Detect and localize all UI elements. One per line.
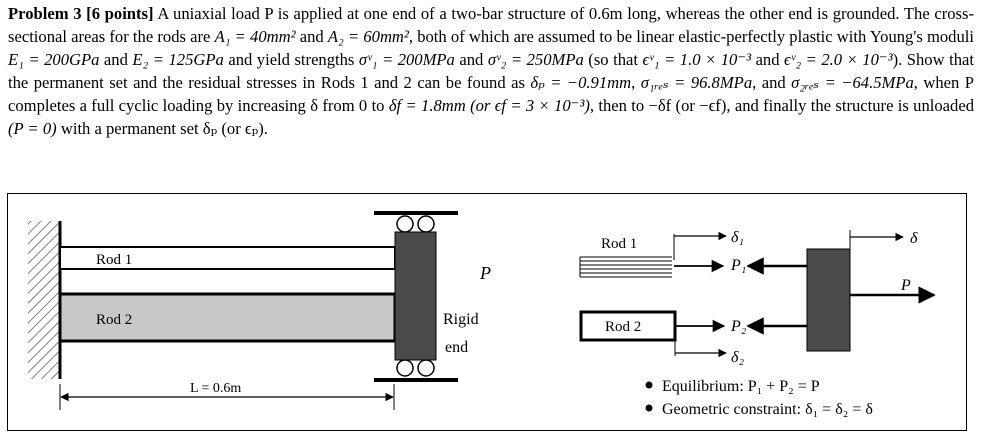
bullet-dot-1 — [645, 381, 653, 389]
rod2-label: Rod 2 — [96, 312, 132, 328]
modulus-rod2: E₂ = 125GPa — [132, 50, 224, 69]
fbd-delta2-label: δ₂ — [731, 349, 744, 366]
area-rod2: A₂ = 60mm² — [327, 27, 409, 46]
figure-drawing: Rod 1 Rod 2 P Rigid end L = 0.6m Rod 1 — [28, 211, 936, 418]
fbd-P-label: P — [900, 277, 911, 294]
fbd-delta1-label: δ₁ — [731, 229, 744, 246]
permanent-set: δₚ = −0.91mm — [530, 73, 632, 92]
fbd-rigid-block — [806, 248, 851, 352]
rigid-label-2: end — [445, 339, 468, 356]
ground-wall-hatch — [28, 221, 60, 379]
problem-label: Problem 3 [6 points] — [8, 4, 154, 23]
residual-stress-rod1: σ₁ᵣₑₛ = 96.8MPa — [640, 73, 753, 92]
roller-top-2 — [417, 215, 435, 233]
area-rod1: A₁ = 40mm² — [214, 27, 296, 46]
problem-text4: ). Show that the permanent set and the r… — [8, 50, 974, 92]
problem-text2: , both of which are assumed to be linear… — [408, 27, 974, 46]
epsilon-f: (or ϵf = 3 × 10⁻³) — [470, 96, 590, 115]
rigid-end-block — [394, 231, 437, 361]
modulus-rod1: E₁ = 200GPa — [8, 50, 100, 69]
fbd-delta-label: δ — [910, 230, 918, 247]
roller-bottom-2 — [417, 359, 435, 377]
problem-so-that: (so that — [588, 50, 638, 69]
rod1-label: Rod 1 — [96, 252, 132, 268]
unloaded-condition: (P = 0) — [8, 119, 57, 138]
length-label: L = 0.6m — [190, 381, 241, 396]
roller-bottom-1 — [396, 359, 414, 377]
fbd-P1-label: P₁ — [730, 257, 746, 274]
yield-stress-rod2: σᵛ₂ = 250MPa — [487, 50, 584, 69]
problem-text7: with a permanent set δₚ (or ϵₚ). — [60, 119, 268, 138]
residual-stress-rod2: σ₂ᵣₑₛ = −64.5MPa — [791, 73, 914, 92]
fbd-rod1-label: Rod 1 — [601, 236, 637, 252]
fbd-rod2 — [579, 310, 677, 342]
fbd-rod2-label: Rod 2 — [605, 319, 641, 335]
problem-text6: , then to −δf (or −ϵf), and finally the … — [589, 96, 974, 115]
bullet-geometric: Geometric constraint: δ₁ = δ₂ = δ — [662, 401, 873, 418]
problem-text3: and yield strengths — [228, 50, 355, 69]
rigid-label-1: Rigid — [443, 311, 479, 328]
delta-f: δf = 1.8mm — [388, 96, 466, 115]
roller-top-1 — [396, 215, 414, 233]
yield-strain-rod2: ϵᵛ₂ = 2.0 × 10⁻³ — [784, 50, 893, 69]
problem-statement: Problem 3 [6 points] A uniaxial load P i… — [8, 4, 975, 138]
problem-text5: , when P completes a full cyclic loading… — [8, 73, 975, 115]
fbd-P2-label: P₂ — [730, 318, 747, 335]
problem-intro: A uniaxial load P is applied at one end … — [8, 4, 974, 46]
yield-strain-rod1: ϵᵛ₁ = 1.0 × 10⁻³ — [642, 50, 752, 69]
figure-box: Rod 1 Rod 2 P Rigid end L = 0.6m Rod 1 — [7, 193, 967, 431]
load-label: P — [479, 263, 491, 283]
bullet-equilibrium: Equilibrium: P₁ + P₂ = P — [662, 378, 820, 395]
bullet-dot-2 — [645, 404, 653, 412]
fbd-rod1-hatched-end — [579, 256, 672, 278]
yield-stress-rod1: σᵛ₁ = 200MPa — [358, 50, 455, 69]
